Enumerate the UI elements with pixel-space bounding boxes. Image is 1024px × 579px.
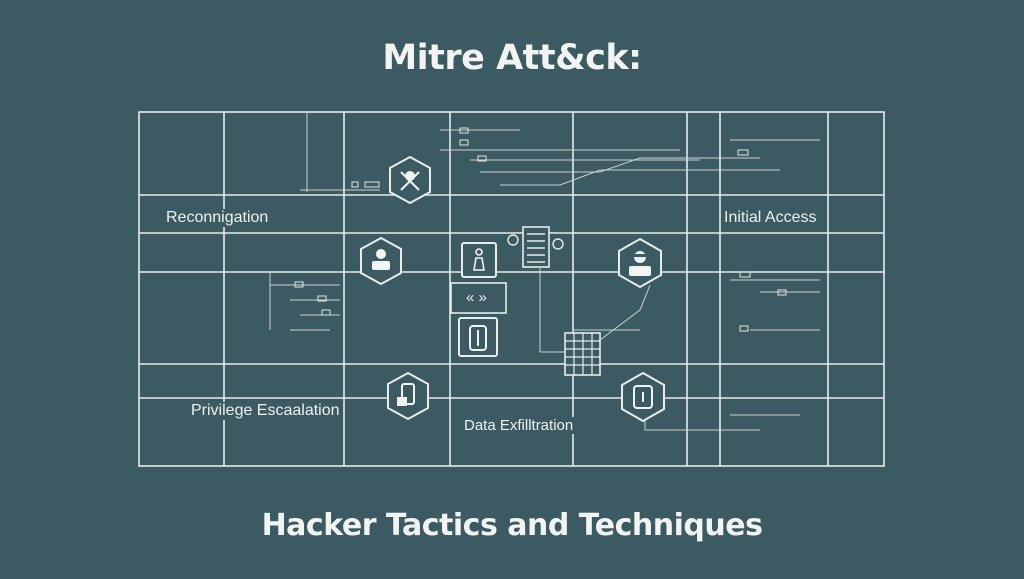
node <box>739 271 751 278</box>
diagram-title: Mitre Att&ck: <box>382 38 642 78</box>
node <box>294 281 304 288</box>
hex-bottom-left <box>387 371 429 421</box>
nav-box <box>450 282 507 314</box>
database-grid-icon <box>564 332 601 376</box>
label-initial-access: Initial Access <box>722 209 819 227</box>
node <box>317 295 327 302</box>
label-data-exfiltration: Data Exfilltration <box>462 417 576 434</box>
connector-line <box>599 284 651 341</box>
hex-shape <box>387 371 429 421</box>
square-shape <box>461 242 497 278</box>
square-lower <box>458 317 498 357</box>
label-privilege-escalation: Privilege Escaalation <box>189 402 342 420</box>
hex-bottom-right <box>621 371 665 423</box>
diagram-subtitle: Hacker Tactics and Techniques <box>261 508 763 543</box>
phone-lock-icon <box>397 383 415 406</box>
circuit-nodes <box>294 127 787 332</box>
connector-line <box>500 169 780 186</box>
hacker-icon <box>372 249 390 270</box>
node <box>321 309 331 316</box>
server-icon <box>507 226 564 268</box>
masked-hacker-icon <box>629 251 651 276</box>
connector-line <box>480 157 760 173</box>
hex-right <box>618 237 662 289</box>
usb-device-icon <box>469 325 487 351</box>
connector-line <box>644 410 760 431</box>
node <box>477 155 487 162</box>
node <box>459 127 469 134</box>
node <box>739 325 749 332</box>
label-reconnaissance: Reconnigation <box>164 209 271 227</box>
node <box>459 139 469 146</box>
device-lock-icon <box>633 385 653 409</box>
hex-top <box>389 155 431 205</box>
node <box>351 181 359 188</box>
nav-box-shape <box>450 282 507 314</box>
node <box>777 289 787 296</box>
hex-left <box>360 236 402 286</box>
node <box>364 181 380 188</box>
grid-border <box>138 111 885 467</box>
user-lock-icon <box>473 248 485 271</box>
square-top <box>461 242 497 278</box>
connector-line <box>539 268 565 353</box>
connector-lines <box>269 112 820 431</box>
tools-icon <box>400 171 420 191</box>
node <box>737 149 749 156</box>
nav-arrows: « » <box>466 289 487 306</box>
